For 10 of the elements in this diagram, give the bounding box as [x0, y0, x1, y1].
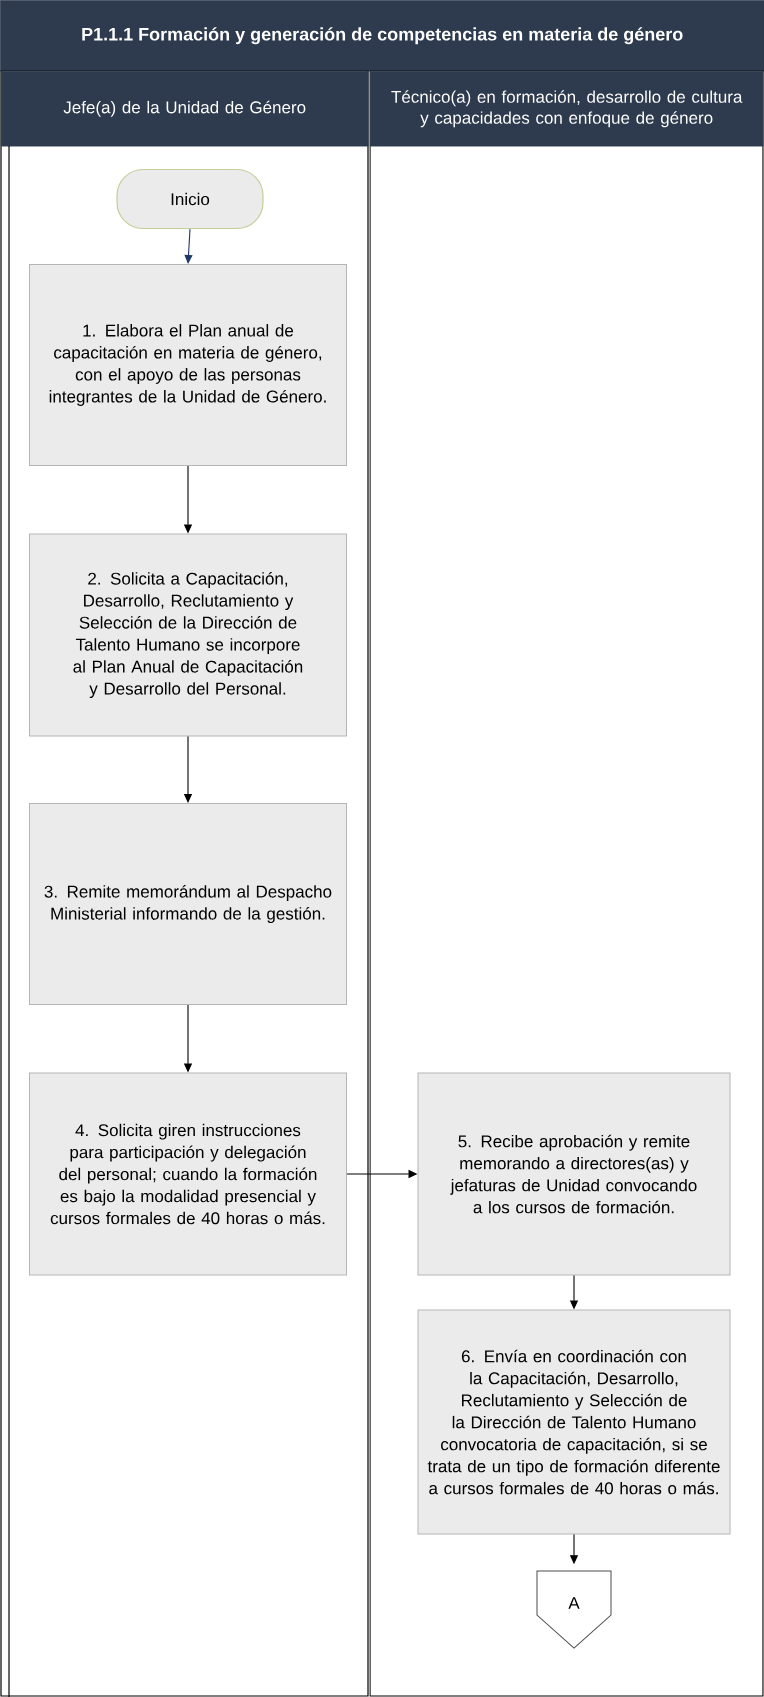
title-bar: P1.1.1 Formación y generación de competencias en materia de género: [0, 0, 764, 72]
process-box: 4. Solicita giren instrucciones para participación y delegación del personal; cuando la formación es bajo la modalidad presencial y cursos formales de 40 horas o más.: [29, 1072, 347, 1276]
process-box: 6. Envía en coordinación con la Capacitación, Desarrollo, Reclutamiento y Selección de la Dirección de Talento Humano convocatoria de capacitación, si se trata de un tipo de formación diferente a cursos formales de 40 horas o más.: [417, 1309, 731, 1535]
off-page-connector: A: [536, 1570, 612, 1649]
process-box: 2. Solicita a Capacitación, Desarrollo, Reclutamiento y Selección de la Dirección de Talento Humano se incorpore al Plan Anual de Capacitación y Desarrollo del Personal.: [29, 533, 347, 737]
arrow: [184, 228, 193, 264]
process-box: 5. Recibe aprobación y remite memorando a directores(as) y jefaturas de Unidad convocando a los cursos de formación.: [417, 1072, 731, 1276]
process-box: 1. Elabora el Plan anual de capacitación en materia de género, con el apoyo de las personas integrantes de la Unidad de Género.: [29, 264, 347, 466]
start-terminator: Inicio: [116, 168, 264, 230]
process-box: 3. Remite memorándum al Despacho Ministerial informando de la gestión.: [29, 803, 347, 1005]
